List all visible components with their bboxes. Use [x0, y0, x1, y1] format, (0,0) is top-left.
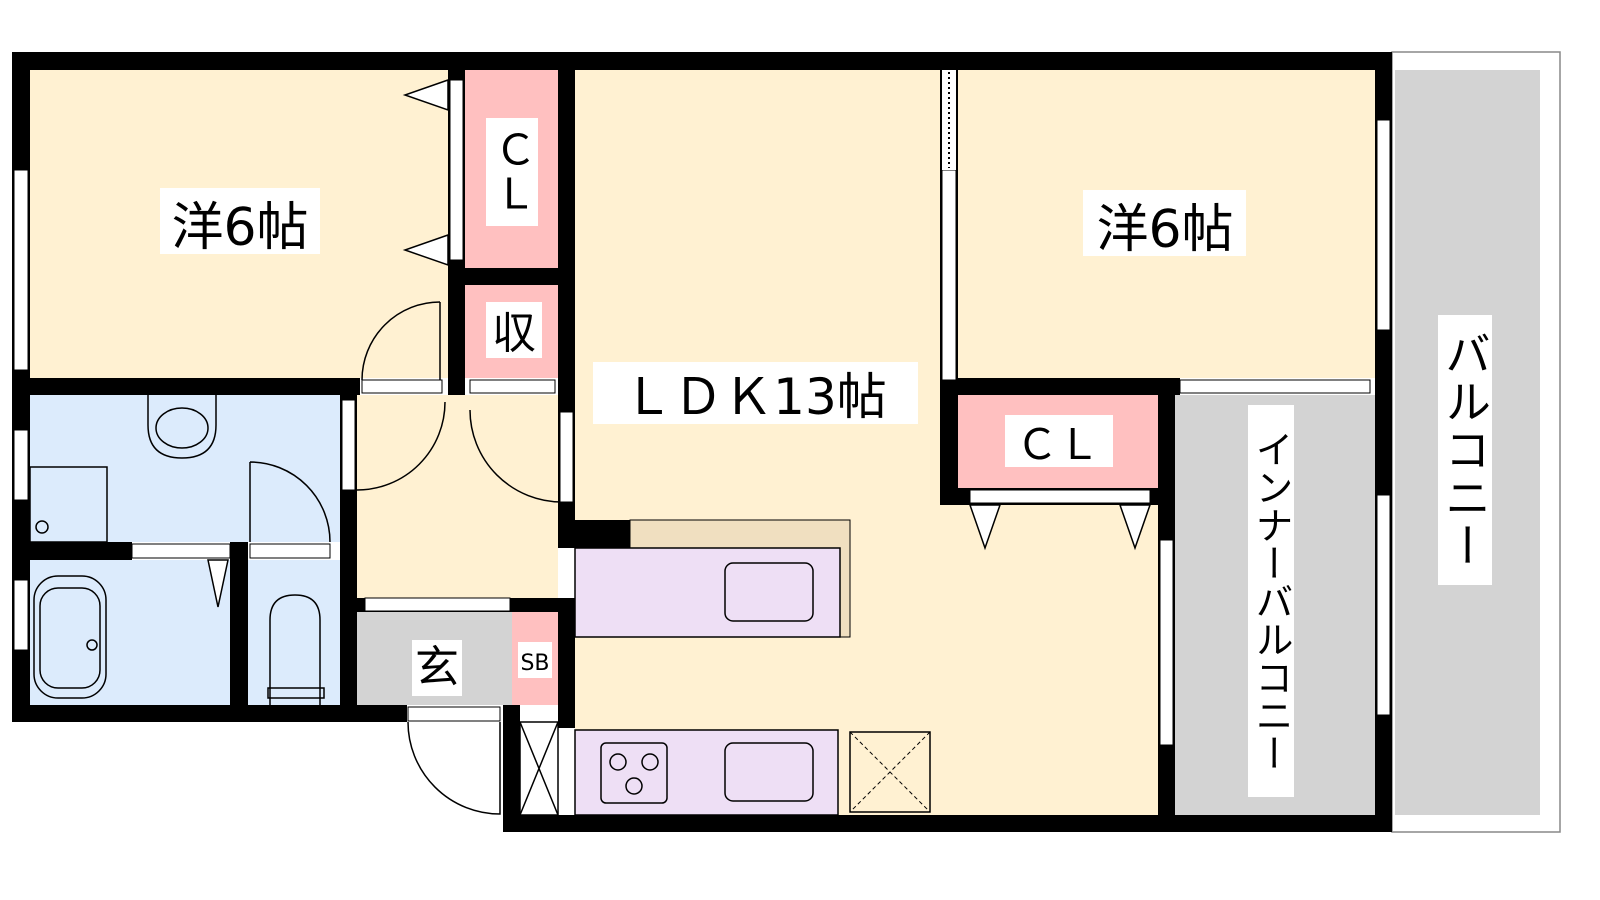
closet-east-label: ＣＬ: [1016, 420, 1100, 469]
fridge-space: [849, 731, 931, 813]
kitchen-island: [574, 547, 841, 638]
storage-label: 収: [492, 308, 536, 359]
entrance-label: 玄: [415, 642, 459, 693]
washbasin-icon: [147, 395, 217, 459]
east-bedroom-label: 洋6帖: [1096, 200, 1233, 260]
toilet: [248, 560, 340, 705]
closet-west-label: ＣＬ: [486, 118, 538, 226]
washroom: [30, 395, 340, 542]
ldk-label: ＬＤＫ13帖: [623, 368, 887, 426]
hallway: [357, 395, 558, 598]
door-arc: [361, 301, 441, 381]
bathtub-icon: [33, 575, 107, 699]
shoe-box-label: SB: [520, 651, 549, 676]
sink-icon: [724, 742, 814, 802]
stove-icon: [600, 742, 668, 804]
door-arc: [469, 409, 563, 503]
door-arc: [356, 401, 446, 491]
bathroom: [30, 560, 230, 705]
inner-balcony-label: インナーバルコニー: [1248, 405, 1294, 797]
door-arc: [407, 721, 501, 815]
sink-icon: [724, 562, 814, 622]
toilet-icon: [269, 594, 321, 705]
door-arc: [249, 461, 331, 543]
west-bedroom-label: 洋6帖: [171, 198, 308, 258]
balcony-label: バルコニー: [1438, 315, 1492, 585]
